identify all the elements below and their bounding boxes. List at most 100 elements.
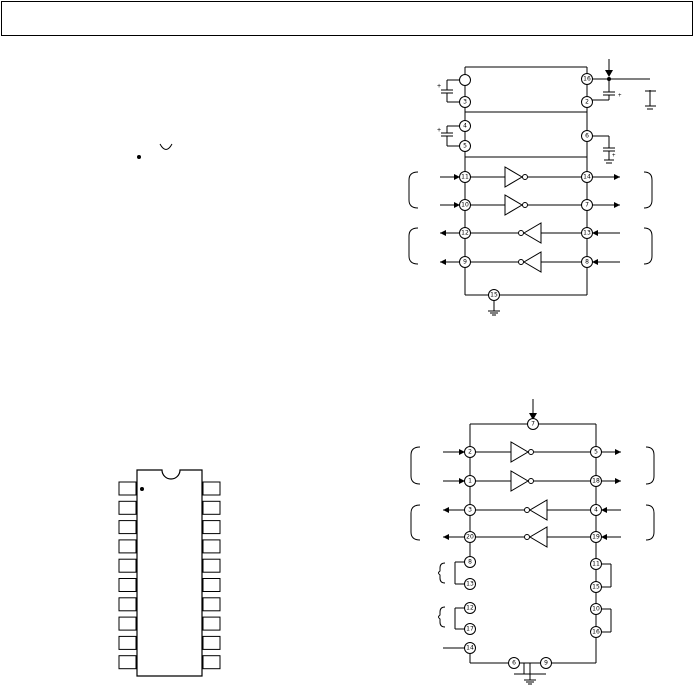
pin-circle (590, 581, 602, 593)
pin-circle (464, 475, 476, 487)
pin-number-label: 5 (594, 449, 598, 456)
dip-pin-left (118, 578, 137, 592)
pin-number-label: 4 (463, 123, 467, 130)
dip-pin-right (202, 500, 221, 515)
pin-circle (464, 602, 476, 614)
pin-circle (464, 446, 476, 458)
pin-circle (527, 418, 539, 430)
pin-number-label: 12 (461, 230, 469, 237)
svg-text:+: + (437, 83, 441, 90)
pin-number-label: 20 (466, 534, 474, 541)
pin-circle (581, 256, 593, 268)
pin-circle (581, 73, 593, 85)
pin-number-label: 10 (461, 202, 469, 209)
pin-circle (459, 171, 471, 183)
pin-number-label: 6 (512, 660, 516, 667)
pin-circle (581, 199, 593, 211)
pin-number-label: 2 (468, 449, 472, 456)
dip-pin-right (202, 539, 221, 554)
pin-number-label: 14 (583, 174, 591, 181)
dip-pin-right (202, 558, 221, 573)
pin-circle (464, 623, 476, 635)
pin-number-label: 12 (466, 605, 474, 612)
pin-number-label: 19 (592, 534, 600, 541)
dip-pin-left (118, 539, 137, 554)
pin-number-label: 11 (592, 561, 600, 568)
dip-pin-left (118, 520, 137, 535)
pin-circle (459, 120, 471, 132)
pin-circle (459, 199, 471, 211)
pin-number-label: 13 (583, 230, 591, 237)
pin-circle (459, 227, 471, 239)
dip-pin-right (202, 520, 221, 535)
pin-circle (581, 130, 593, 142)
pin-circle (581, 96, 593, 108)
pin-circle (459, 140, 471, 152)
dip-pin-right (202, 635, 221, 650)
pin-number-label: 15 (592, 584, 600, 591)
pin1-dot (140, 487, 144, 491)
pin-number-label: 9 (544, 660, 548, 667)
pin-number-label: 14 (466, 645, 474, 652)
pin-circle (590, 603, 602, 615)
top-pins: 3 4 5 16 2 6 11 10 14 7 12 9 13 8 15 (459, 73, 593, 301)
svg-text:+: + (612, 153, 616, 159)
dip-pin-right (202, 655, 221, 670)
dip-pin-left (118, 655, 137, 670)
pin-circle (459, 256, 471, 268)
dip-pin-right (202, 481, 221, 496)
pin-number-label: 16 (592, 629, 600, 636)
pin-number-label: 8 (585, 259, 589, 266)
pin-circle (590, 504, 602, 516)
pin-circle (540, 657, 552, 669)
dip-pin-left (118, 558, 137, 573)
dip-pin-left (118, 481, 137, 496)
pin-number-label: 11 (461, 174, 469, 181)
pin-circle (464, 578, 476, 590)
pin-number-label: 9 (463, 259, 467, 266)
pin-number-label: 6 (585, 133, 589, 140)
pin-circle (488, 289, 500, 301)
pin-circle (590, 446, 602, 458)
pin-circle (464, 504, 476, 516)
dip-pin-left (118, 597, 137, 612)
pin-circle (508, 657, 520, 669)
top-circuit: + + + + (408, 59, 656, 316)
pin-number-label: 13 (466, 581, 474, 588)
pin-number-label: 10 (592, 606, 600, 613)
pin-circle (464, 642, 476, 654)
pin-number-label: 5 (463, 143, 467, 150)
pin-number-label: 4 (594, 507, 598, 514)
pin-number-label: 17 (466, 626, 474, 633)
pin-number-label: 7 (531, 421, 535, 428)
pin-number-label: 8 (468, 559, 472, 566)
svg-text:+: + (618, 93, 622, 99)
pin-number-label: 2 (585, 99, 589, 106)
pin-number-label: 1 (468, 478, 472, 485)
dip-pin-right (202, 616, 221, 631)
dip-pin-left (118, 616, 137, 631)
pin-circle (581, 227, 593, 239)
pin-circle (590, 531, 602, 543)
pin1-dot-mark (137, 155, 141, 159)
bottom-pins: 7 2 1 5 18 3 20 4 19 8 13 12 17 14 11 15… (464, 418, 602, 669)
header-box (1, 1, 693, 36)
dip-pin-left (118, 635, 137, 650)
pin-circle (459, 96, 471, 108)
pin1-notch-mark (159, 143, 173, 150)
pin-number-label: 18 (592, 478, 600, 485)
dip-pin-left (118, 500, 137, 515)
dip-pin-right (202, 578, 221, 592)
pin-circle (459, 74, 471, 86)
pin-number-label: 7 (585, 202, 589, 209)
pin-number-label: 16 (583, 76, 591, 83)
pin-number-label: 3 (463, 99, 467, 106)
pin-number-label: 3 (468, 507, 472, 514)
pin-number-label: 15 (490, 292, 498, 299)
svg-text:+: + (437, 127, 441, 134)
bottom-circuit (410, 399, 655, 685)
dip-package (118, 469, 221, 677)
pin-circle (590, 558, 602, 570)
pin-circle (464, 531, 476, 543)
